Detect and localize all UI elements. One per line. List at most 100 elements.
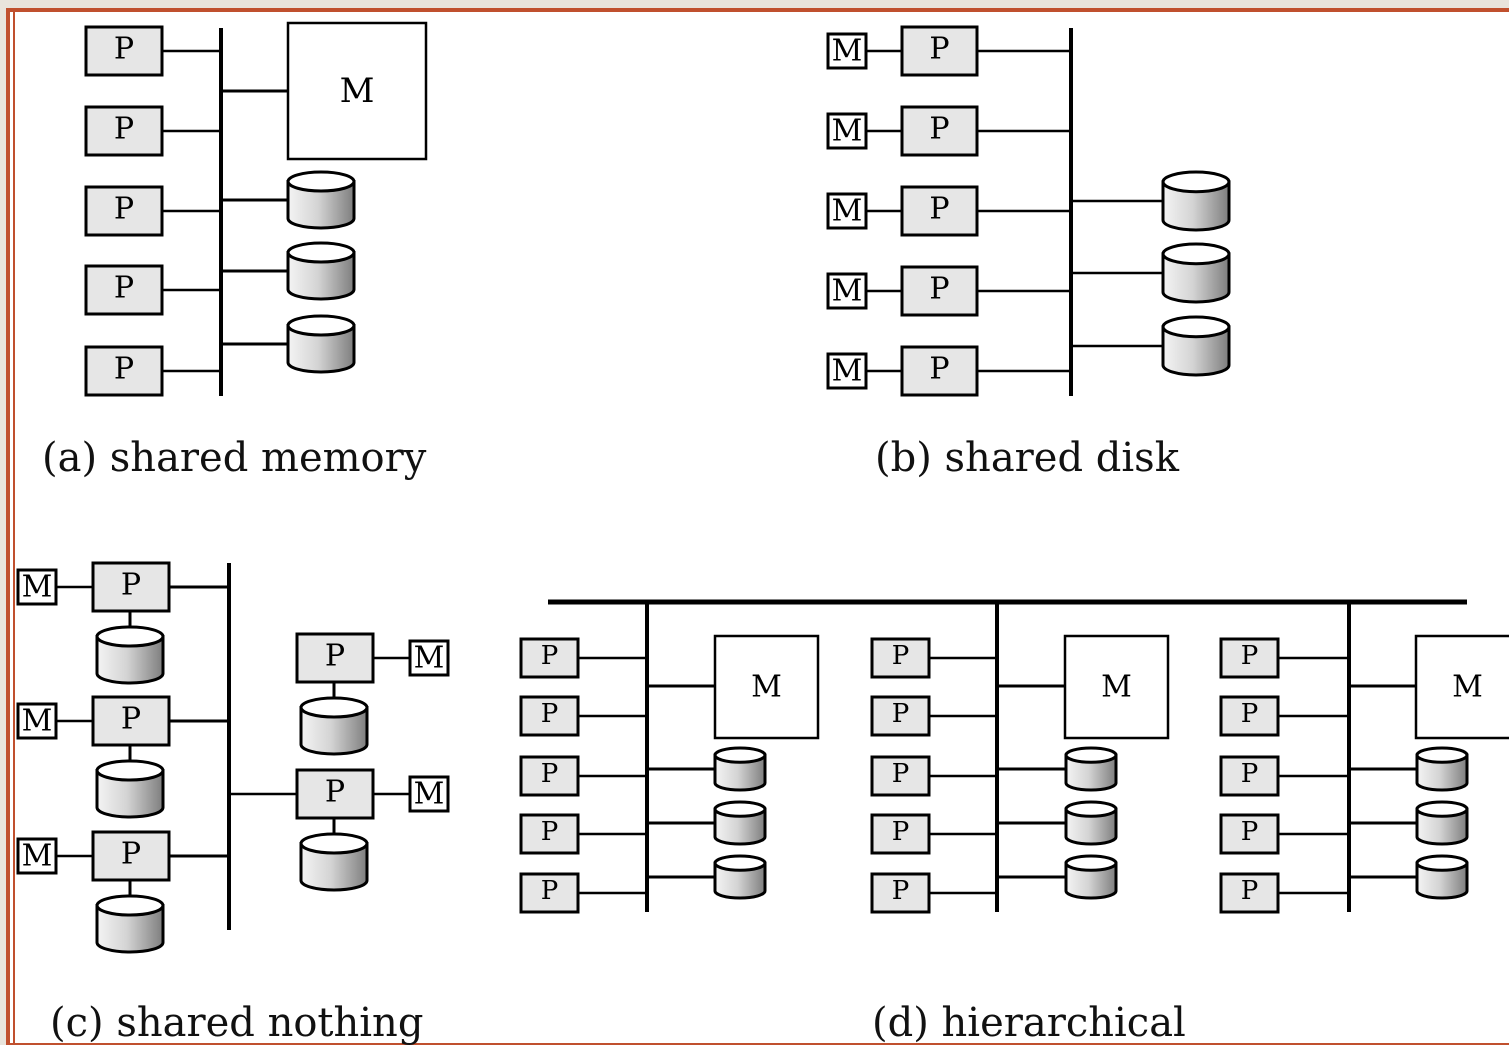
disk-top xyxy=(713,746,767,764)
memory-box-outline xyxy=(408,639,450,677)
processor-box-outline xyxy=(870,755,931,797)
disk-top xyxy=(95,759,165,782)
disk-cylinder-icon xyxy=(1415,800,1469,846)
disk-body xyxy=(95,904,165,954)
disk-top xyxy=(95,625,165,648)
shared-memory-box: M xyxy=(1414,634,1509,740)
shared-memory-box: M xyxy=(1063,634,1170,740)
processor-label: P xyxy=(929,32,949,67)
processor-label: P xyxy=(114,271,134,306)
memory-box: M xyxy=(408,639,450,677)
processor-label: P xyxy=(114,192,134,227)
processor-box-outline xyxy=(1219,637,1280,679)
disk-cylinder-icon xyxy=(286,314,356,374)
processor-box: P xyxy=(91,561,171,613)
processor-box-outline xyxy=(519,813,580,855)
processor-box: P xyxy=(519,872,580,914)
processor-box: P xyxy=(1219,695,1280,737)
processor-box-outline xyxy=(900,185,979,237)
memory-label: M xyxy=(414,641,445,676)
disk-top xyxy=(95,894,165,917)
processor-label: P xyxy=(1241,759,1259,789)
disk-top xyxy=(1064,854,1118,872)
memory-box: M xyxy=(408,775,450,813)
processor-label: P xyxy=(892,699,910,729)
processor-label: P xyxy=(1241,641,1259,671)
disk-cylinder-icon xyxy=(1415,854,1469,900)
disk-top xyxy=(286,170,356,193)
disk-cylinder-icon xyxy=(286,241,356,301)
processor-box-outline xyxy=(900,345,979,397)
disk-top xyxy=(1161,315,1231,339)
processor-label: P xyxy=(541,699,559,729)
memory-box: M xyxy=(826,352,868,390)
memory-label: M xyxy=(1452,670,1483,705)
memory-box: M xyxy=(16,702,58,740)
processor-box: P xyxy=(900,25,979,77)
shared-memory-box-outline xyxy=(286,21,428,161)
processor-box-outline xyxy=(91,561,171,613)
processor-label: P xyxy=(541,876,559,906)
shared-memory-box-outline xyxy=(1063,634,1170,740)
disk-cylinder-icon xyxy=(713,854,767,900)
processor-box: P xyxy=(84,25,164,77)
disk-body xyxy=(1415,861,1469,900)
processor-label: P xyxy=(1241,876,1259,906)
disk-top xyxy=(1415,800,1469,818)
memory-box: M xyxy=(826,272,868,310)
memory-box: M xyxy=(826,112,868,150)
processor-box: P xyxy=(91,830,171,882)
memory-label: M xyxy=(22,704,53,739)
caption-d: (d) hierarchical xyxy=(872,1000,1186,1045)
processor-label: P xyxy=(929,272,949,307)
disk-cylinder-icon xyxy=(1415,746,1469,792)
processor-box-outline xyxy=(519,695,580,737)
memory-label: M xyxy=(832,114,863,149)
processor-label: P xyxy=(892,759,910,789)
processor-box-outline xyxy=(870,872,931,914)
memory-box-outline xyxy=(16,568,58,606)
disk-body xyxy=(1064,753,1118,792)
disk-cylinder-icon xyxy=(713,746,767,792)
memory-box-outline xyxy=(408,775,450,813)
disk-cylinder-icon xyxy=(95,894,165,954)
disk-top xyxy=(286,314,356,337)
processor-box: P xyxy=(900,185,979,237)
disk-body xyxy=(713,807,767,846)
processor-label: P xyxy=(541,759,559,789)
disk-top xyxy=(1064,746,1118,764)
processor-box-outline xyxy=(84,25,164,77)
connection-lines xyxy=(56,28,1467,930)
disk-cylinder-icon xyxy=(1161,315,1231,377)
disk-cylinder-icon xyxy=(1064,854,1118,900)
memory-label: M xyxy=(832,274,863,309)
shared-memory-box: M xyxy=(286,21,428,161)
processor-box: P xyxy=(84,345,164,397)
processor-box-outline xyxy=(870,695,931,737)
memory-label: M xyxy=(751,670,782,705)
processor-label: P xyxy=(325,639,345,674)
processor-box-outline xyxy=(91,695,171,747)
processor-box-outline xyxy=(91,830,171,882)
disk-body xyxy=(713,861,767,900)
processor-box: P xyxy=(1219,872,1280,914)
processor-box: P xyxy=(870,637,931,679)
processor-box-outline xyxy=(1219,695,1280,737)
disk-cylinder-icon xyxy=(95,759,165,819)
processor-box: P xyxy=(84,105,164,157)
processor-box-outline xyxy=(1219,872,1280,914)
processor-box-outline xyxy=(84,264,164,316)
processor-box-outline xyxy=(519,872,580,914)
processor-label: P xyxy=(1241,699,1259,729)
disk-body xyxy=(713,753,767,792)
disk-body xyxy=(299,706,369,756)
shared-memory-box-outline xyxy=(713,634,820,740)
processor-box: P xyxy=(295,768,375,820)
processor-box: P xyxy=(870,695,931,737)
processor-label: P xyxy=(892,817,910,847)
processor-box: P xyxy=(84,264,164,316)
processor-box-outline xyxy=(870,637,931,679)
